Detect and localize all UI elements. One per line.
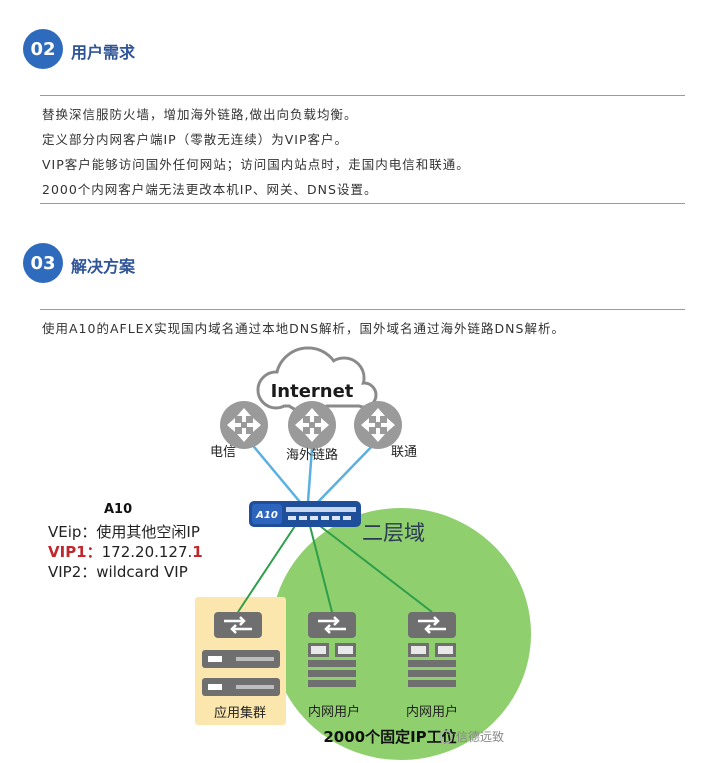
watermark: 信德远致 [456, 729, 504, 744]
a10-logo: A10 [255, 510, 278, 521]
workstation-icon [408, 643, 456, 687]
switch-icon [408, 612, 456, 638]
section-title: 解决方案 [71, 257, 136, 276]
requirement-line: 2000个内网客户端无法更改本机IP、网关、DNS设置。 [42, 182, 378, 197]
solution-line: 使用A10的AFLEX实现国内域名通过本地DNS解析，国外域名通过海外链路DNS… [42, 321, 565, 336]
vip2-text: VIP2：wildcard VIP [48, 563, 188, 581]
section-number-badge: 03 [23, 243, 63, 283]
vip1-value: 172.20.127. [102, 543, 193, 561]
divider [40, 309, 685, 310]
switch-icon [214, 612, 262, 638]
intranet-label: 内网用户 [406, 704, 458, 720]
bottom-caption: 2000个固定IP工位 [323, 728, 456, 746]
requirement-line: VIP客户能够访问国外任何网站；访问国内站点时，走国内电信和联通。 [42, 157, 470, 172]
cloud-label: Internet [271, 381, 354, 402]
isp-label: 海外链路 [286, 447, 338, 463]
domain-label: 二层域 [362, 521, 425, 545]
lan-links [237, 525, 433, 613]
requirement-line: 替换深信服防火墙，增加海外链路,做出向负载均衡。 [42, 107, 358, 122]
watermark-logo-icon [439, 730, 453, 744]
layer2-domain-area [271, 508, 531, 760]
vip1-label: VIP1： [48, 543, 102, 561]
device-label: A10 [104, 502, 132, 517]
switch-icon [308, 612, 356, 638]
network-diagram: Internet 电信 海外链路 联通 A10 A [48, 346, 531, 760]
cluster-label: 应用集群 [214, 705, 266, 721]
isp-label: 联通 [391, 445, 417, 460]
veip-text: VEip：使用其他空闲IP [48, 523, 200, 541]
section-number-badge: 02 [23, 29, 63, 69]
wan-links [249, 441, 377, 503]
cloud-icon [256, 346, 378, 414]
intranet-label: 内网用户 [308, 704, 360, 720]
section-title: 用户需求 [71, 43, 136, 62]
vip1-text: VIP1：172.20.127.1 [48, 543, 203, 561]
requirement-line: 定义部分内网客户端IP（零散无连续）为VIP客户。 [42, 132, 349, 147]
divider [40, 203, 685, 204]
server-icon [202, 678, 280, 696]
router-icon [220, 401, 268, 449]
router-icon [288, 401, 336, 449]
a10-device-icon [249, 501, 361, 527]
router-icon [354, 401, 402, 449]
server-icon [202, 650, 280, 668]
vip1-value-highlight: 1 [192, 543, 202, 561]
divider [40, 95, 685, 96]
isp-label: 电信 [210, 445, 236, 460]
workstation-icon [308, 643, 356, 687]
